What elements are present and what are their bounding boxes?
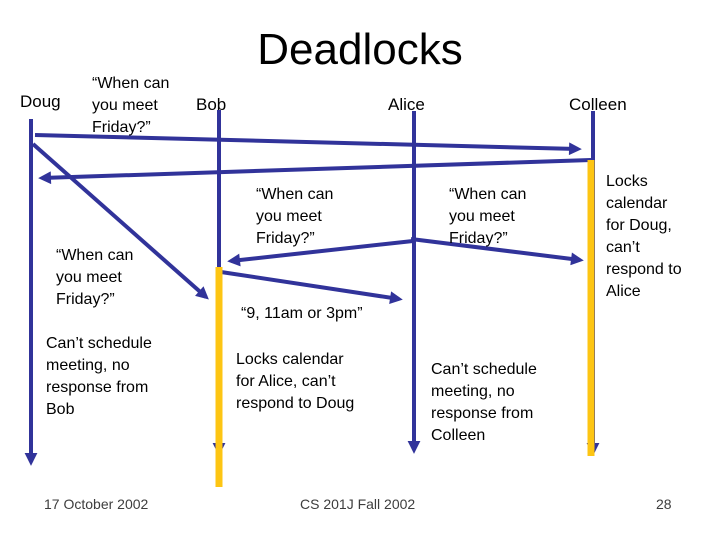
actor-label-bob: Bob — [196, 95, 227, 114]
slide-title: Deadlocks — [257, 25, 463, 74]
arrow-doug-to-colleen — [34, 133, 582, 156]
status-bob: Locks calendar for Alice, can’t respond … — [236, 351, 355, 412]
status-colleen: Locks calendar for Doug, can’t respond t… — [606, 173, 682, 300]
arrow-doug-to-bob — [31, 142, 209, 300]
arrow-alice-to-bob — [227, 239, 414, 267]
status-doug: Can’t schedule meeting, no response from… — [46, 335, 152, 418]
message-label-center: “When can you meet Friday?” — [256, 186, 334, 247]
actor-label-colleen: Colleen — [569, 95, 627, 114]
arrow-alice-to-colleen — [410, 237, 584, 266]
message-label-right: “When can you meet Friday?” — [449, 186, 527, 247]
status-alice: Can’t schedule meeting, no response from… — [431, 361, 537, 444]
footer-course: CS 201J Fall 2002 — [300, 496, 416, 512]
footer-date: 17 October 2002 — [44, 496, 149, 512]
actor-label-doug: Doug — [20, 92, 61, 111]
message-label-bob-reply: “9, 11am or 3pm” — [241, 305, 363, 322]
arrow-bob-to-alice — [220, 270, 403, 304]
message-label-left: “When can you meet Friday?” — [56, 247, 134, 308]
message-label-top-left: “When can you meet Friday?” — [92, 75, 170, 136]
actor-label-alice: Alice — [388, 95, 425, 114]
footer-page-number: 28 — [656, 496, 672, 512]
arrow-colleen-to-doug — [38, 158, 592, 185]
